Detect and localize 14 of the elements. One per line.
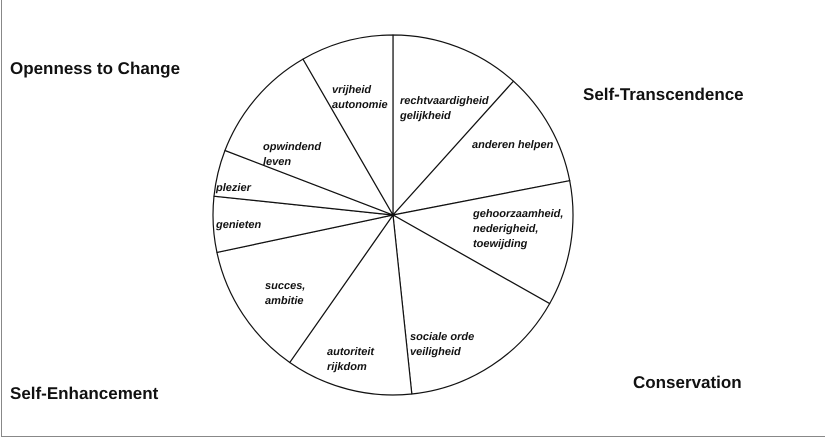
slice-label: sociale orde veiligheid [410, 330, 476, 360]
quadrant-label: Conservation [633, 373, 742, 393]
slice-label: vrijheid autonomie [332, 83, 389, 113]
slice-label: opwindend leven [263, 140, 322, 170]
quadrant-label: Self-Enhancement [10, 384, 158, 404]
quadrant-label: Self-Transcendence [583, 85, 744, 105]
slice-label: autoriteit rijkdom [327, 345, 376, 375]
quadrant-label: Openness to Change [10, 59, 180, 79]
slice-label: succes, ambitie [265, 279, 306, 309]
slice-label: anderen helpen [472, 138, 554, 153]
slice-label: genieten [216, 218, 262, 233]
slice-label: gehoorzaamheid, nederigheid, toewijding [473, 207, 563, 252]
slice-label: plezier [216, 181, 252, 196]
slice-label: rechtvaardigheid gelijkheid [400, 94, 490, 124]
